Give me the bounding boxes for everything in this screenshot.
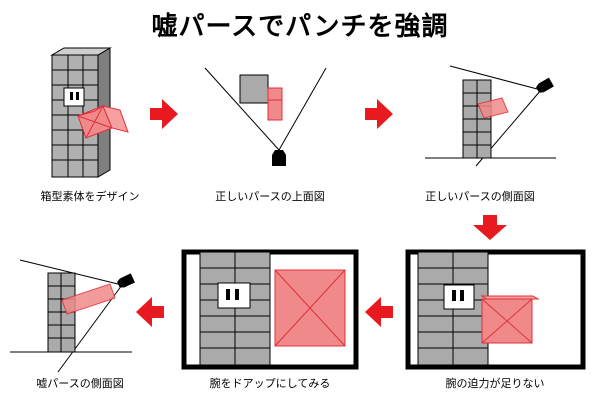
caption-side-view-fake: 嘘パースの側面図	[36, 377, 124, 390]
caption-box-body: 箱型素体をデザイン	[40, 190, 140, 203]
page-title: 嘘パースでパンチを強調	[151, 12, 449, 42]
caption-weak-arm: 腕の迫力が足りない	[445, 377, 545, 390]
caption-top-view: 正しいパースの上面図	[215, 190, 325, 203]
caption-arm-closeup: 腕をドアップにしてみる	[209, 377, 331, 390]
caption-side-view-correct: 正しいパースの側面図	[425, 190, 535, 203]
